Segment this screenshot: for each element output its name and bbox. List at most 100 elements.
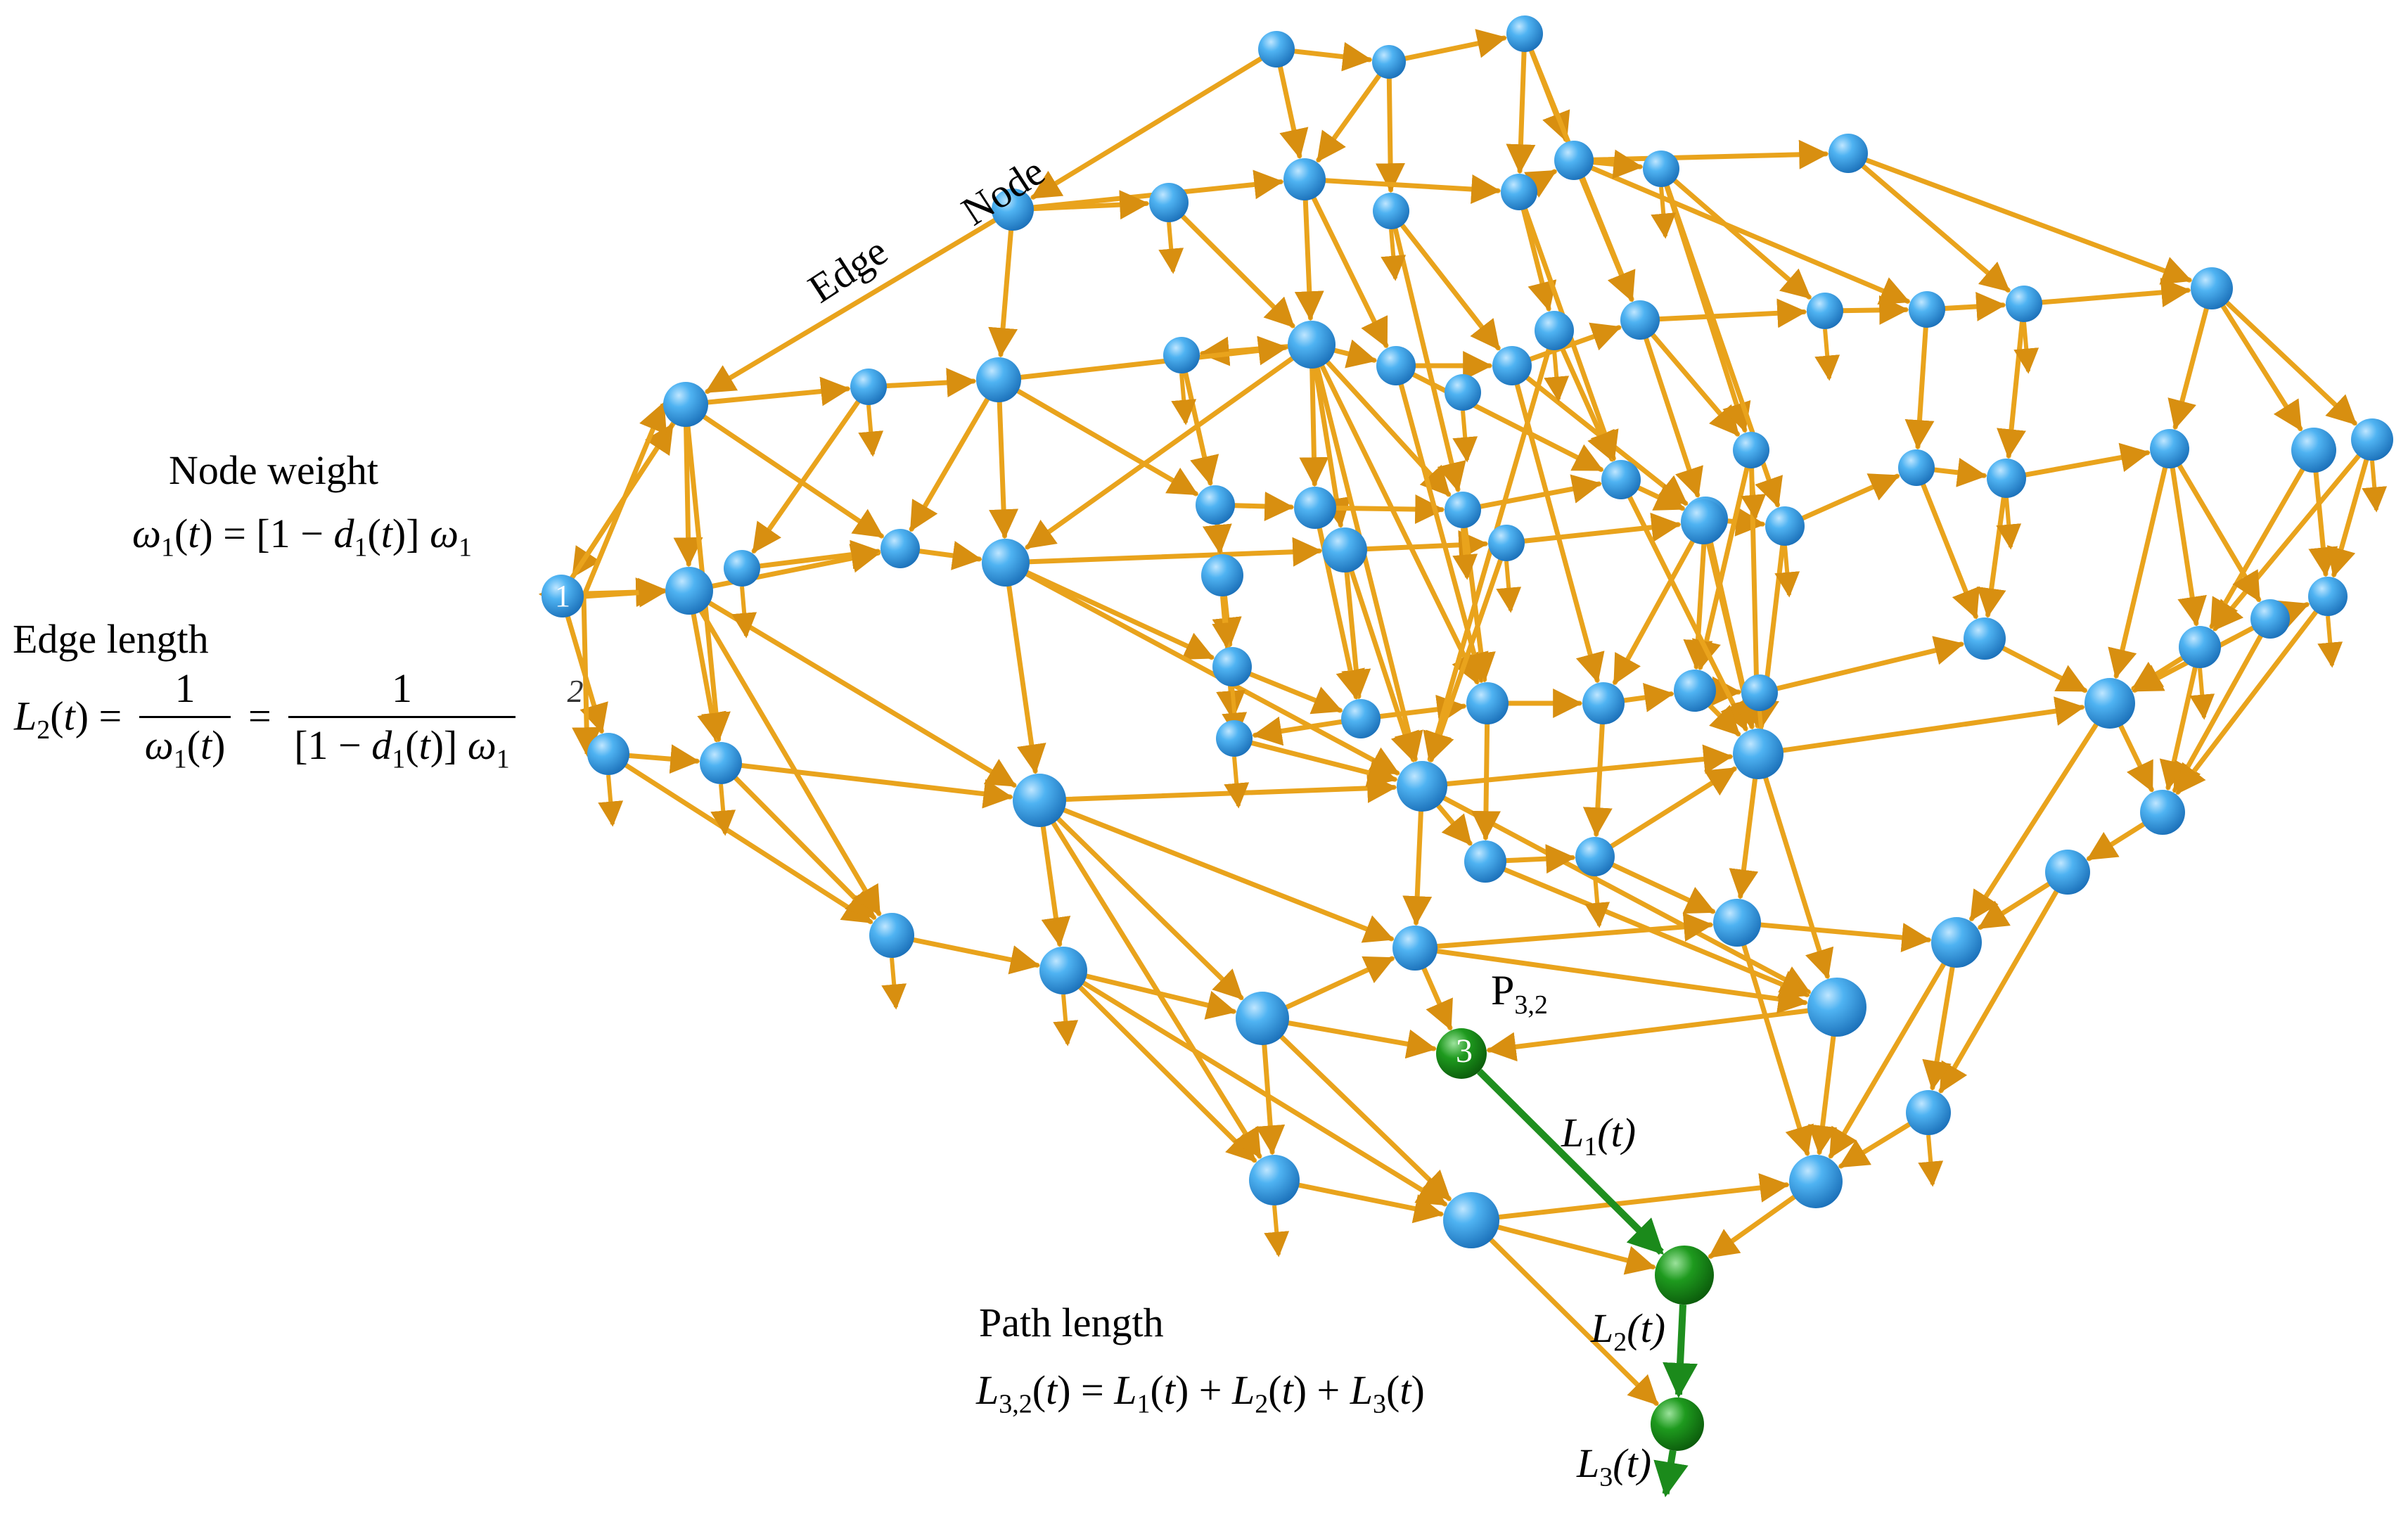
edge	[1586, 164, 1911, 305]
drop-edge	[2013, 321, 2039, 374]
edge	[1838, 1119, 1916, 1169]
drop-edge	[1171, 373, 1197, 425]
node	[1249, 1155, 1300, 1205]
node	[1013, 774, 1066, 827]
node	[1294, 487, 1336, 529]
edge	[1407, 370, 1604, 473]
node	[1575, 837, 1615, 876]
node	[1741, 674, 1778, 711]
edge	[1299, 361, 1329, 487]
edge	[1939, 291, 2006, 321]
path-edge	[1663, 1304, 1698, 1399]
edge	[1997, 316, 2026, 459]
edge	[1860, 156, 2193, 285]
edge	[1252, 716, 1348, 746]
edge	[1670, 176, 1812, 300]
node	[2045, 850, 2090, 895]
node	[1506, 15, 1543, 52]
drop-edge	[1814, 328, 1840, 381]
edge	[2221, 297, 2357, 426]
drop-edge	[1158, 222, 1184, 274]
node	[1733, 729, 1783, 779]
path-node	[1655, 1246, 1714, 1305]
edge	[1327, 339, 1378, 369]
node	[665, 567, 713, 615]
edge	[1048, 816, 1262, 1159]
edge	[2218, 300, 2303, 432]
path-edge	[1477, 1068, 1664, 1255]
edge	[1288, 41, 1373, 72]
edge	[1430, 912, 1714, 949]
edge	[1321, 356, 1452, 497]
edge	[2086, 819, 2150, 862]
node	[2140, 790, 2185, 835]
edge	[1485, 1234, 1659, 1406]
edge	[1978, 879, 2055, 930]
node	[1909, 291, 1945, 328]
node	[1620, 300, 1660, 340]
node	[1283, 158, 1326, 200]
drop-edge	[1741, 468, 1767, 520]
edge	[1020, 568, 1215, 660]
edge	[2159, 660, 2199, 790]
edge	[2175, 606, 2321, 795]
edge	[1294, 193, 1324, 321]
edge	[1857, 161, 2011, 293]
path-node	[1651, 1397, 1704, 1451]
edge	[1471, 717, 1501, 841]
node	[1987, 459, 2026, 498]
edge	[1486, 1007, 1817, 1062]
drop-edge	[1918, 1134, 1944, 1187]
edge	[1506, 46, 1536, 174]
node	[1341, 699, 1381, 738]
drop-edge	[1651, 186, 1677, 239]
node	[1582, 682, 1625, 724]
path-L2-label: L2(t)	[1591, 1305, 1666, 1357]
node	[1535, 311, 1574, 350]
node-label-layer: 1 3 2	[555, 579, 1473, 1070]
drop-edge	[1496, 561, 1522, 613]
edge	[1691, 461, 1750, 670]
drop-edge	[1053, 994, 1079, 1046]
edge	[1524, 169, 1557, 198]
node	[1807, 293, 1843, 329]
edge	[1074, 981, 1257, 1163]
edge	[735, 762, 1013, 809]
edge	[1499, 844, 1576, 874]
edge	[2276, 600, 2310, 628]
node	[1397, 761, 1447, 812]
drop-edge	[1212, 596, 1238, 648]
node	[1322, 527, 1367, 572]
edge	[1347, 564, 1419, 762]
edge	[1807, 1028, 1838, 1156]
edge	[1400, 29, 1507, 62]
node	[1392, 926, 1437, 971]
edge	[703, 598, 1017, 788]
edge	[1491, 1173, 1790, 1220]
edge	[1022, 537, 1323, 567]
node	[1445, 492, 1481, 528]
edge	[1309, 192, 1389, 349]
edge	[705, 215, 1001, 395]
node	[2191, 267, 2233, 309]
edge	[730, 772, 877, 920]
edge	[1618, 683, 1674, 712]
edge	[2167, 302, 2210, 430]
edge	[2036, 277, 2191, 307]
edge	[1587, 149, 1644, 179]
edge	[1582, 717, 1613, 838]
drop-edge	[1996, 497, 2022, 550]
edge	[2175, 459, 2262, 603]
node	[1713, 899, 1761, 947]
path-length-title: Path length	[979, 1300, 1164, 1345]
edge	[1976, 491, 2007, 618]
edge	[2108, 461, 2169, 679]
edge	[1058, 773, 1397, 803]
edge	[1513, 378, 1605, 684]
node	[1964, 617, 2006, 660]
node	[1443, 1192, 1499, 1248]
edge	[1606, 766, 1737, 851]
node	[1931, 917, 1982, 968]
edge	[1182, 366, 1219, 486]
edge	[1030, 54, 1267, 200]
